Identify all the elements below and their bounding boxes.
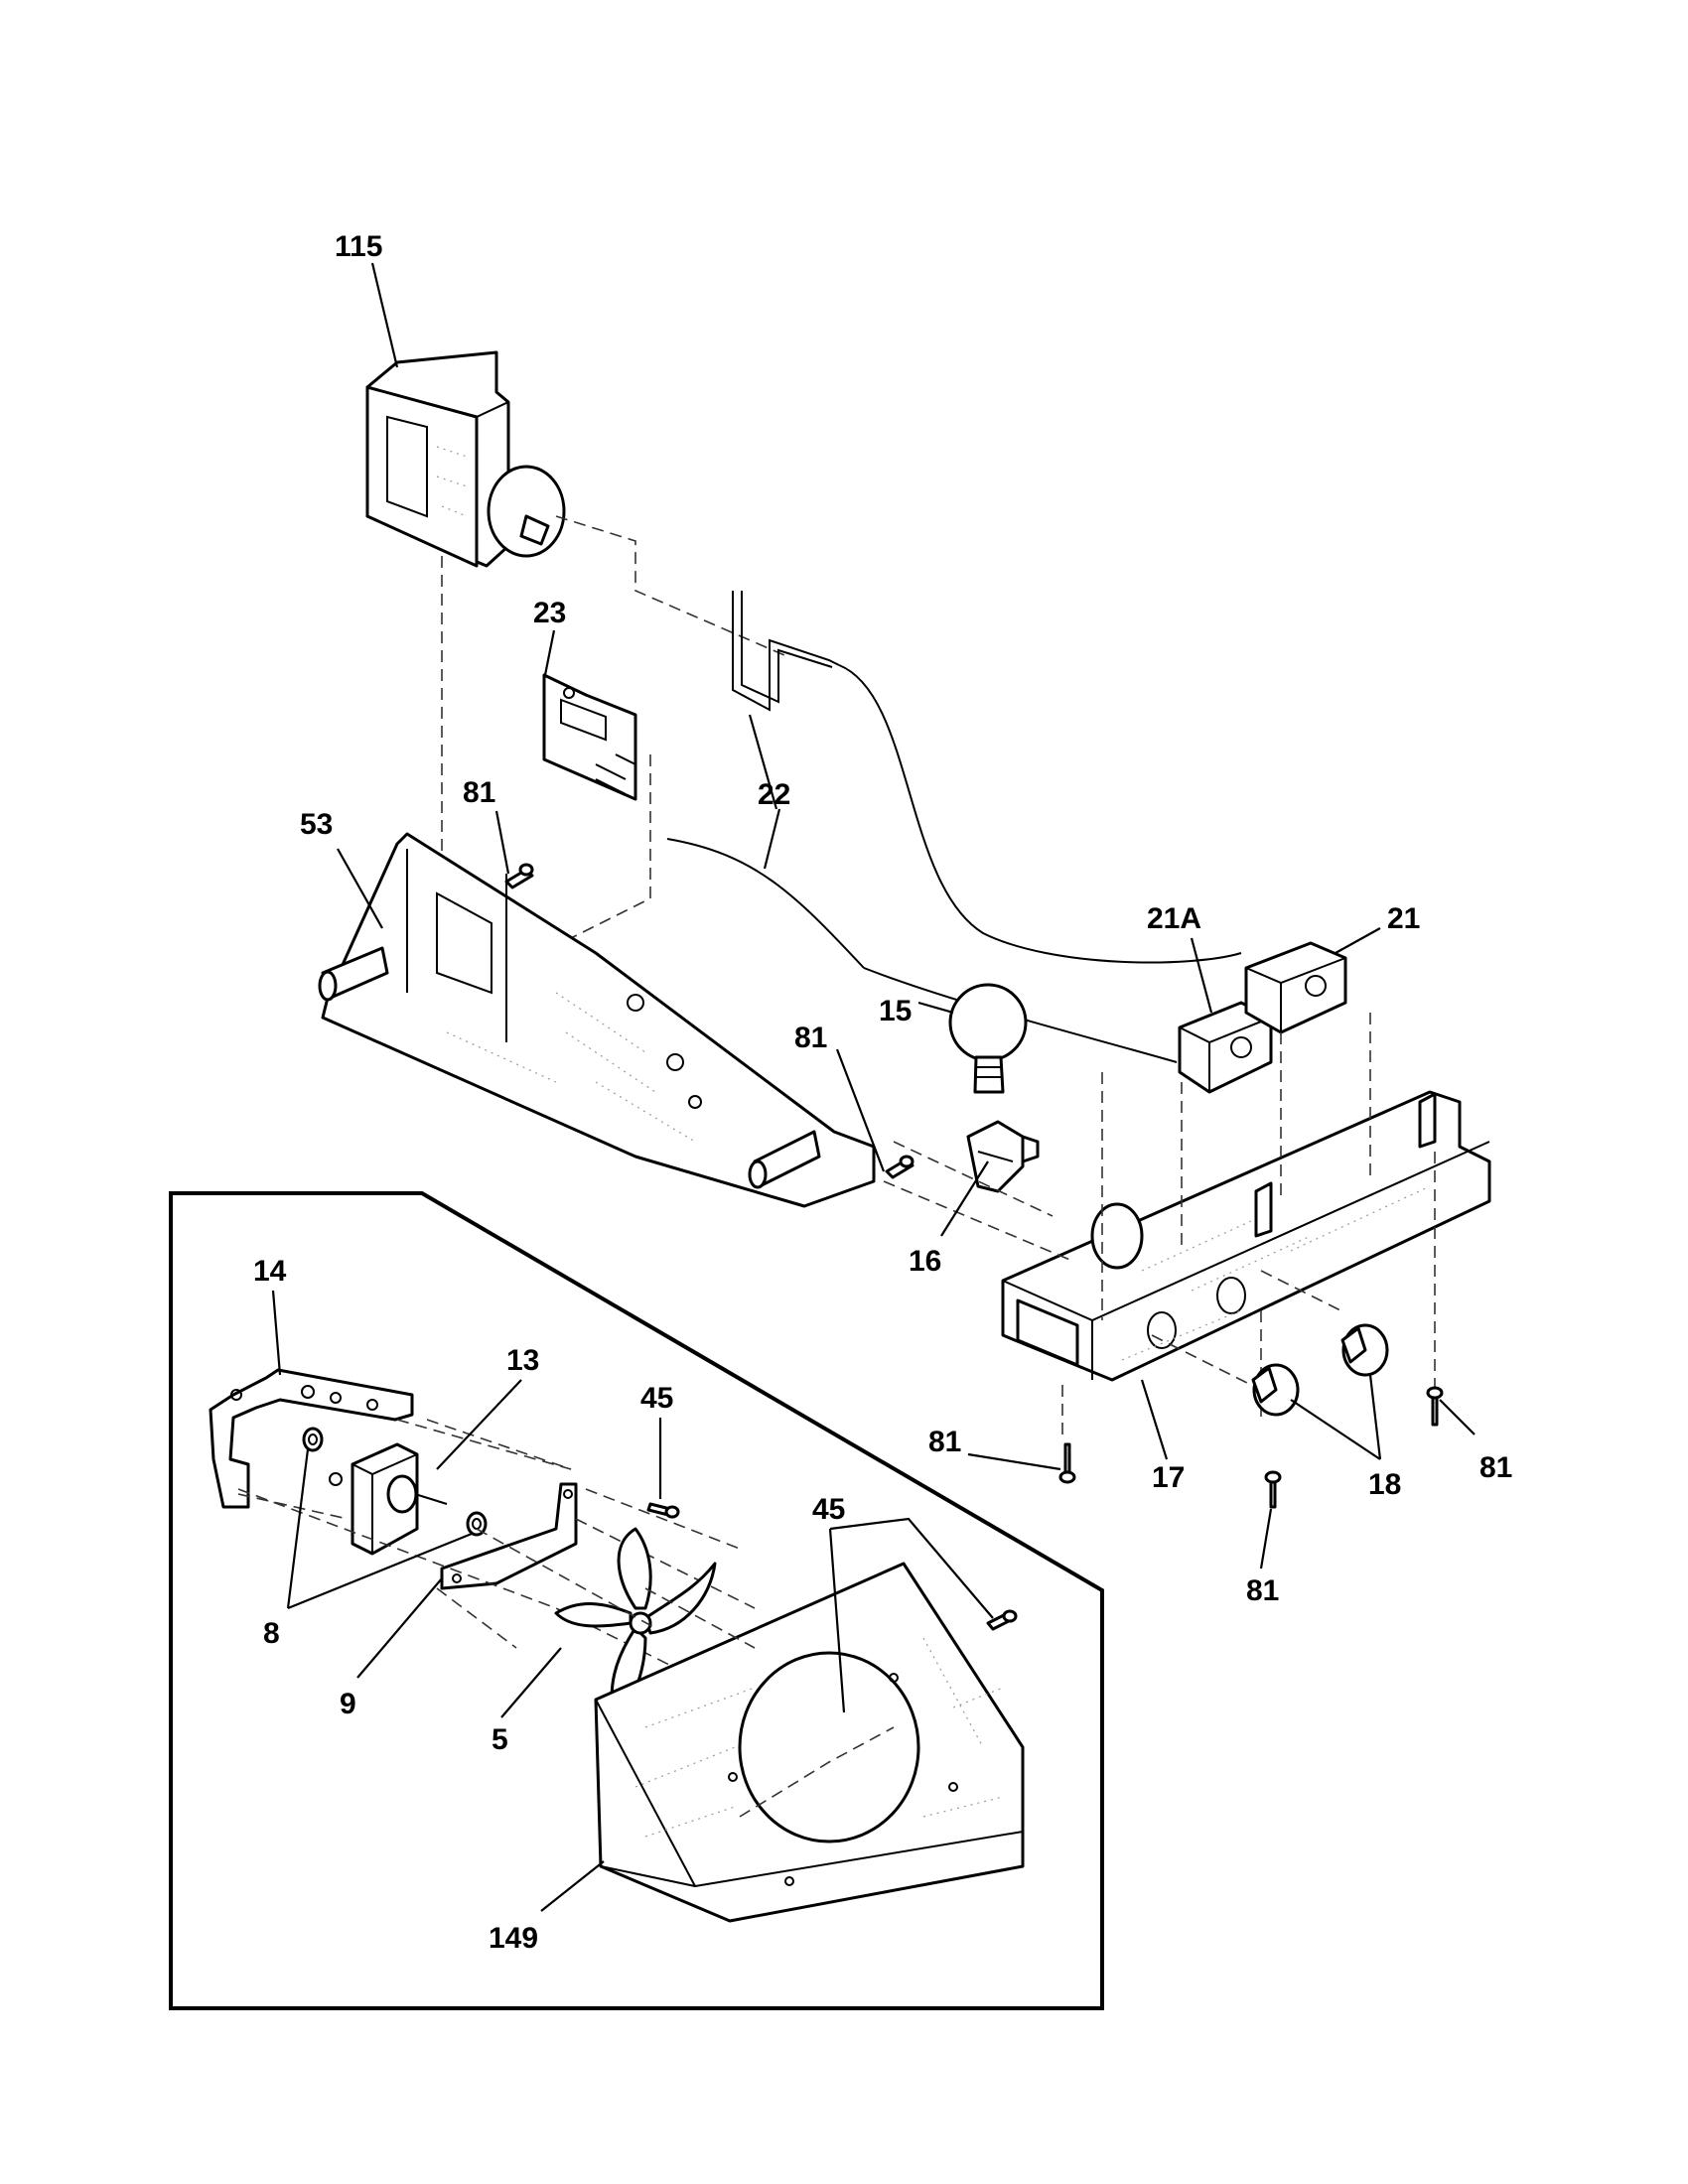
part-115-timer-housing[interactable] (365, 350, 566, 568)
part-81-screw-d[interactable] (1264, 1470, 1282, 1509)
part-14-motor-bracket[interactable] (209, 1368, 414, 1509)
projection-line (426, 1419, 572, 1470)
projection-line (644, 1587, 756, 1649)
callout-5[interactable]: 5 (492, 1723, 508, 1756)
projection-line (575, 1518, 756, 1609)
projection-line (555, 515, 785, 656)
callout-81-d[interactable]: 81 (1246, 1574, 1279, 1607)
part-8-grommet-a[interactable] (302, 1427, 324, 1452)
part-22-capillary-tube[interactable] (666, 591, 1242, 1063)
callout-21a[interactable]: 21A (1147, 902, 1201, 935)
part-23-control-board[interactable] (542, 673, 637, 801)
callout-81-e[interactable]: 81 (1479, 1451, 1512, 1484)
part-81-screw-a[interactable] (504, 863, 534, 889)
callout-45-a[interactable]: 45 (640, 1382, 673, 1415)
callout-22[interactable]: 22 (758, 778, 790, 811)
callout-9[interactable]: 9 (340, 1688, 356, 1720)
part-5-fan-blade[interactable] (554, 1527, 717, 1729)
projection-line (436, 1587, 517, 1649)
part-45-screw-a[interactable] (646, 1502, 680, 1519)
callout-81-c[interactable]: 81 (928, 1426, 961, 1458)
callout-13[interactable]: 13 (506, 1344, 539, 1377)
callout-18[interactable]: 18 (1368, 1468, 1401, 1501)
projection-line (1260, 1270, 1341, 1311)
callout-81-b[interactable]: 81 (794, 1022, 827, 1054)
part-15-light-bulb[interactable] (948, 983, 1028, 1094)
projection-line (585, 1488, 741, 1550)
projection-line (893, 1141, 1054, 1217)
part-16-light-socket[interactable] (966, 1120, 1040, 1193)
projection-line (739, 1726, 895, 1818)
part-81-screw-c[interactable] (1058, 1442, 1076, 1484)
part-17-control-housing[interactable] (1001, 1090, 1491, 1382)
projection-line (396, 1419, 572, 1470)
callout-115[interactable]: 115 (335, 230, 382, 263)
callout-16[interactable]: 16 (909, 1245, 941, 1278)
part-81-screw-e[interactable] (1426, 1386, 1444, 1427)
part-18-knob-b[interactable] (1340, 1323, 1389, 1377)
part-53-dispenser-housing[interactable] (318, 832, 876, 1208)
part-18-knob-a[interactable] (1251, 1363, 1300, 1417)
projection-line (883, 1180, 1073, 1262)
callout-8[interactable]: 8 (263, 1617, 280, 1650)
callout-149[interactable]: 149 (489, 1922, 538, 1955)
projection-line (237, 1488, 696, 1679)
callout-23[interactable]: 23 (533, 597, 566, 629)
projection-line (476, 1528, 656, 1629)
callout-14[interactable]: 14 (253, 1255, 287, 1288)
callout-labels: 115 23 81 22 53 21A 21 15 81 16 14 13 45… (253, 230, 1512, 1955)
leader-lines (271, 262, 1476, 1912)
part-8-grommet-b[interactable] (466, 1511, 488, 1537)
projection-line (237, 1493, 349, 1520)
part-13-fan-motor[interactable] (329, 1442, 448, 1556)
callout-53[interactable]: 53 (300, 808, 333, 841)
projection-line (540, 754, 651, 954)
part-9-fan-bracket[interactable] (440, 1482, 578, 1590)
callout-15[interactable]: 15 (879, 995, 912, 1027)
part-45-screw-b[interactable] (986, 1609, 1018, 1631)
part-21a-switch[interactable] (1178, 1001, 1273, 1094)
callout-21[interactable]: 21 (1387, 902, 1420, 935)
callout-81-a[interactable]: 81 (463, 776, 495, 809)
part-21-switch[interactable] (1244, 941, 1347, 1034)
part-149-fan-shroud[interactable] (594, 1562, 1025, 1923)
callout-45-b[interactable]: 45 (812, 1493, 845, 1526)
fan-assembly-inset-frame (169, 1191, 1104, 2010)
callout-17[interactable]: 17 (1152, 1461, 1185, 1494)
part-81-screw-b[interactable] (885, 1155, 914, 1179)
